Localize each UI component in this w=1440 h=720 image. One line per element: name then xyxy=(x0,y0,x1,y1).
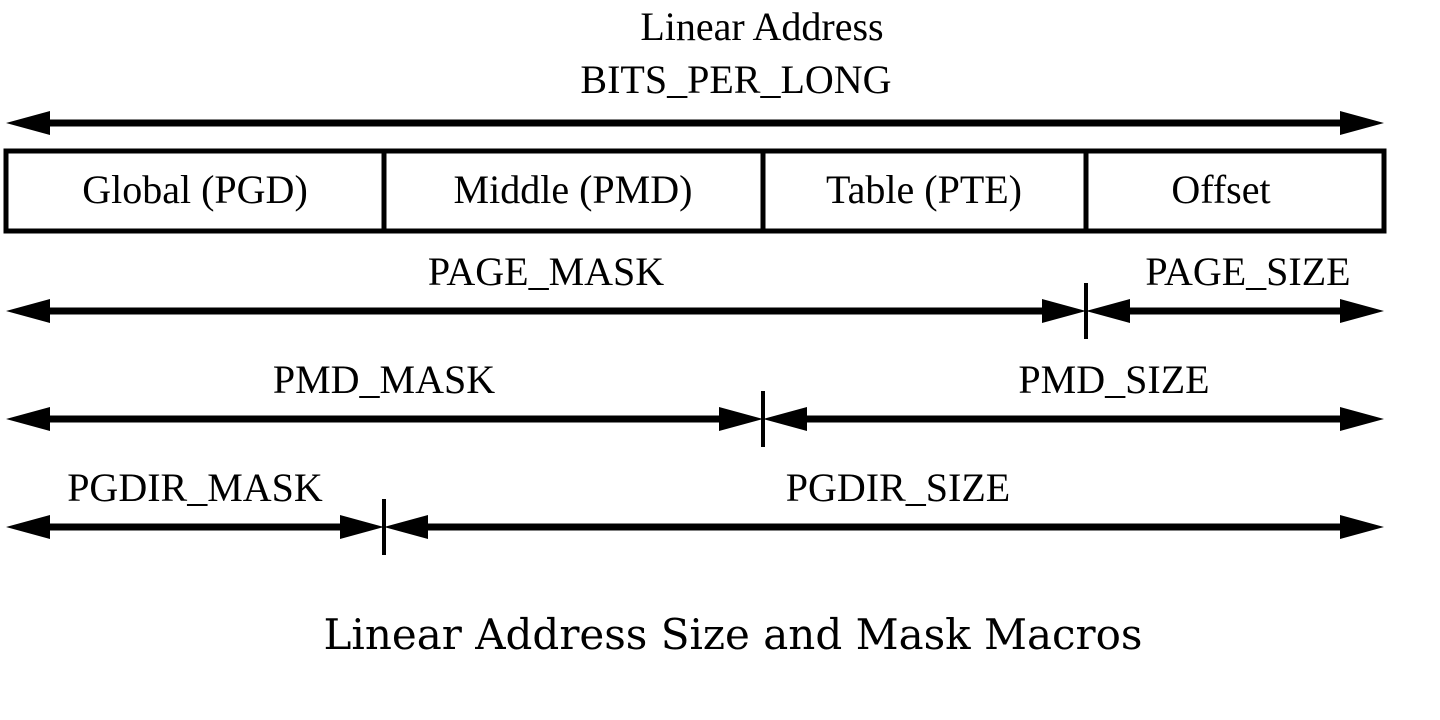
page-mask-label: PAGE_MASK xyxy=(428,249,664,294)
field-offset: Offset xyxy=(1171,167,1270,212)
pmd-mask-arrow xyxy=(6,407,763,431)
pmd-mask-label: PMD_MASK xyxy=(273,357,495,402)
pgdir-mask-arrow xyxy=(6,515,384,539)
bits-per-long-label: BITS_PER_LONG xyxy=(580,57,891,102)
pgdir-size-label: PGDIR_SIZE xyxy=(786,465,1010,510)
pgdir-size-arrow xyxy=(384,515,1384,539)
address-box xyxy=(3,148,1387,234)
page-size-label: PAGE_SIZE xyxy=(1145,249,1350,294)
bits-per-long-arrow xyxy=(6,111,1384,135)
field-global-pgd: Global (PGD) xyxy=(82,167,308,212)
field-middle-pmd: Middle (PMD) xyxy=(454,167,693,212)
pmd-size-arrow xyxy=(763,407,1384,431)
diagram-title: Linear Address xyxy=(640,4,883,49)
pgdir-mask-label: PGDIR_MASK xyxy=(67,465,323,510)
page-size-arrow xyxy=(1086,299,1384,323)
pmd-size-label: PMD_SIZE xyxy=(1018,357,1209,402)
field-table-pte: Table (PTE) xyxy=(826,167,1022,212)
page-mask-arrow xyxy=(6,299,1086,323)
figure-caption: Linear Address Size and Mask Macros xyxy=(324,610,1143,659)
